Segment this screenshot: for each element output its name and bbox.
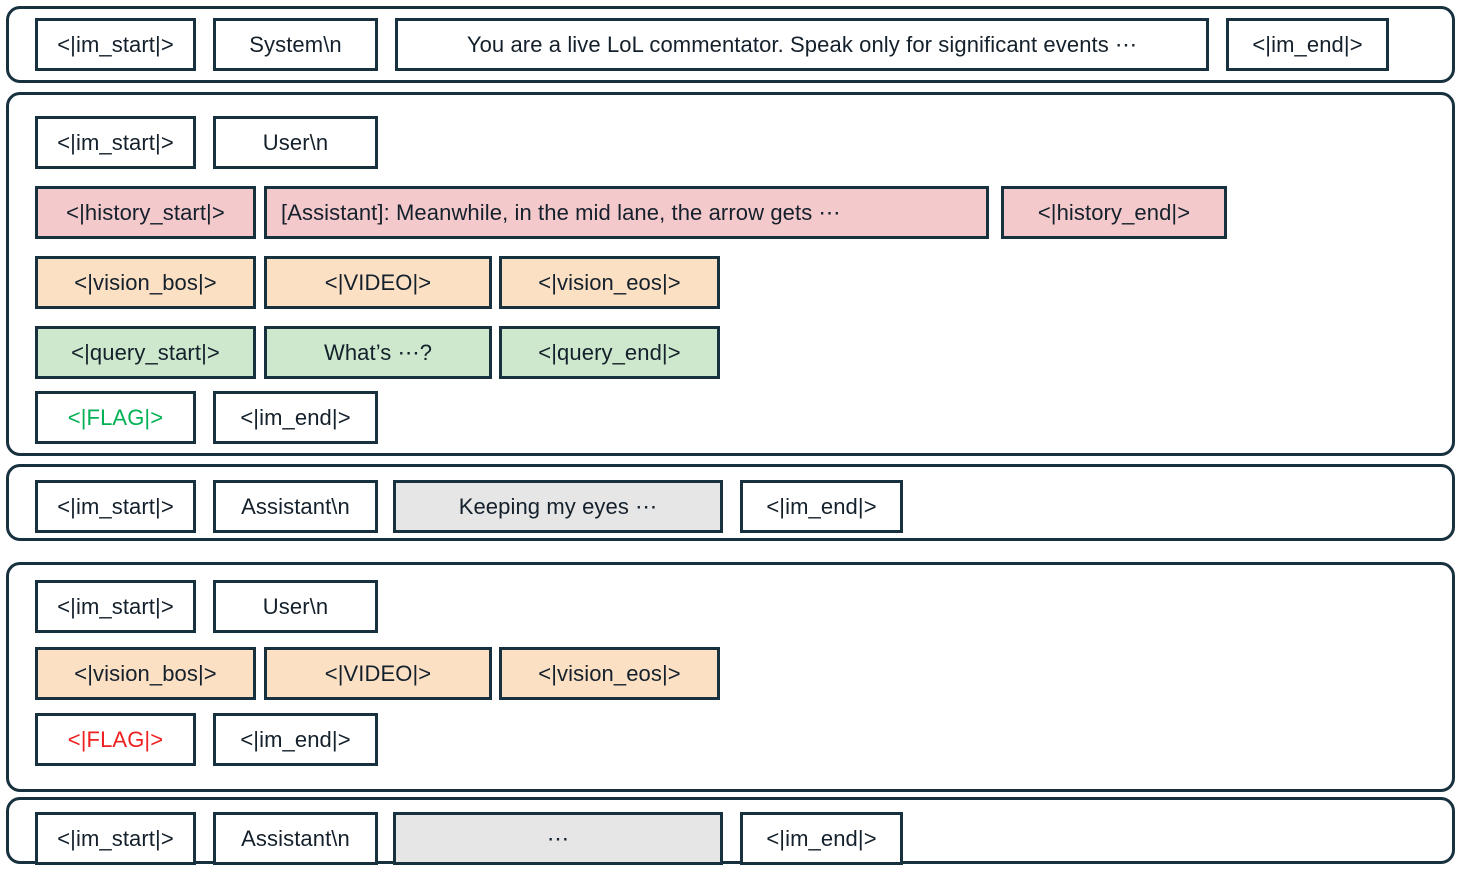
token-query-end: <|query_end|> (499, 326, 720, 379)
token-user-n: User\n (213, 580, 378, 633)
token-keeping-my-eyes: Keeping my eyes ⋯ (393, 480, 723, 533)
token-im-end: <|im_end|> (213, 391, 378, 444)
token-system-n: System\n (213, 18, 378, 71)
token-query-start: <|query_start|> (35, 326, 256, 379)
token-you-are-a-live-lol-commentator-speak-only-for-significant-events: You are a live LoL commentator. Speak on… (395, 18, 1209, 71)
token-vision-bos: <|vision_bos|> (35, 256, 256, 309)
token-what-s: What’s ⋯? (264, 326, 492, 379)
token-im-end: <|im_end|> (740, 812, 903, 865)
token-im-start: <|im_start|> (35, 18, 196, 71)
token-history-start: <|history_start|> (35, 186, 256, 239)
token-video: <|VIDEO|> (264, 256, 492, 309)
token-assistant-n: Assistant\n (213, 812, 378, 865)
token-user-n: User\n (213, 116, 378, 169)
token-im-start: <|im_start|> (35, 480, 196, 533)
token-video: <|VIDEO|> (264, 647, 492, 700)
token-history-end: <|history_end|> (1001, 186, 1227, 239)
token-vision-eos: <|vision_eos|> (499, 647, 720, 700)
token-im-start: <|im_start|> (35, 580, 196, 633)
token-im-start: <|im_start|> (35, 812, 196, 865)
token-assistant-meanwhile-in-the-mid-lane-the-arrow-gets: [Assistant]: Meanwhile, in the mid lane,… (264, 186, 989, 239)
token-vision-eos: <|vision_eos|> (499, 256, 720, 309)
token-flag: <|FLAG|> (35, 391, 196, 444)
token-vision-bos: <|vision_bos|> (35, 647, 256, 700)
token-im-end: <|im_end|> (1226, 18, 1389, 71)
token-ellipsis: ⋯ (393, 812, 723, 865)
token-im-end: <|im_end|> (740, 480, 903, 533)
token-im-start: <|im_start|> (35, 116, 196, 169)
token-im-end: <|im_end|> (213, 713, 378, 766)
token-assistant-n: Assistant\n (213, 480, 378, 533)
token-flag: <|FLAG|> (35, 713, 196, 766)
